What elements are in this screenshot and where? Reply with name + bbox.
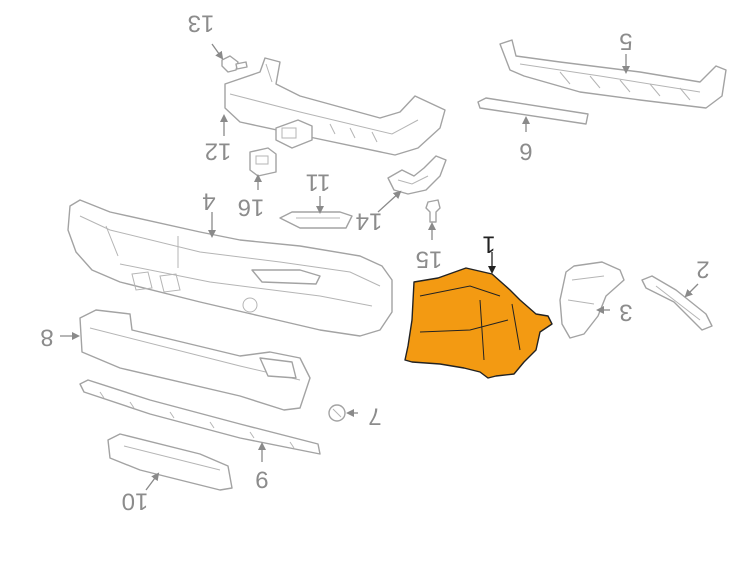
part-15-pushpin [425, 199, 441, 223]
callout-7: 7 [368, 403, 381, 430]
part-11-bracket [279, 211, 353, 229]
part-5-bracket [499, 39, 727, 109]
callout-15: 15 [416, 246, 443, 273]
leader-lines [60, 43, 699, 491]
callout-3: 3 [619, 299, 632, 326]
callout-numbers: 13 5 6 12 16 11 14 4 15 1 2 3 8 7 9 10 [40, 10, 709, 515]
callout-16: 16 [238, 194, 265, 221]
callout-2: 2 [696, 256, 709, 283]
part-7-clip [328, 404, 346, 422]
part-4-bumper-fascia [67, 199, 393, 337]
callout-14: 14 [356, 208, 383, 235]
callout-11: 11 [306, 169, 331, 196]
callout-6: 6 [519, 138, 532, 165]
callout-13: 13 [188, 10, 215, 37]
part-3-side-bracket [559, 261, 625, 339]
callout-12: 12 [205, 138, 232, 165]
part-13-bolt [221, 55, 248, 73]
part-9-trim [79, 379, 321, 455]
callout-4: 4 [202, 188, 215, 215]
part-8-reinforcement [79, 309, 311, 411]
callout-10: 10 [122, 488, 149, 515]
part-10-skidplate [107, 433, 233, 491]
part-1-highlighted-bracket [404, 267, 553, 379]
part-16-connector [249, 147, 277, 177]
part-14-bracket [387, 155, 447, 195]
callout-1: 1 [482, 231, 495, 258]
part-6-strip [477, 97, 589, 125]
callout-8: 8 [40, 324, 53, 351]
part-2-strip [641, 275, 713, 331]
callout-5: 5 [619, 28, 632, 55]
callout-9: 9 [255, 466, 268, 493]
part-12-hitch [224, 57, 446, 156]
